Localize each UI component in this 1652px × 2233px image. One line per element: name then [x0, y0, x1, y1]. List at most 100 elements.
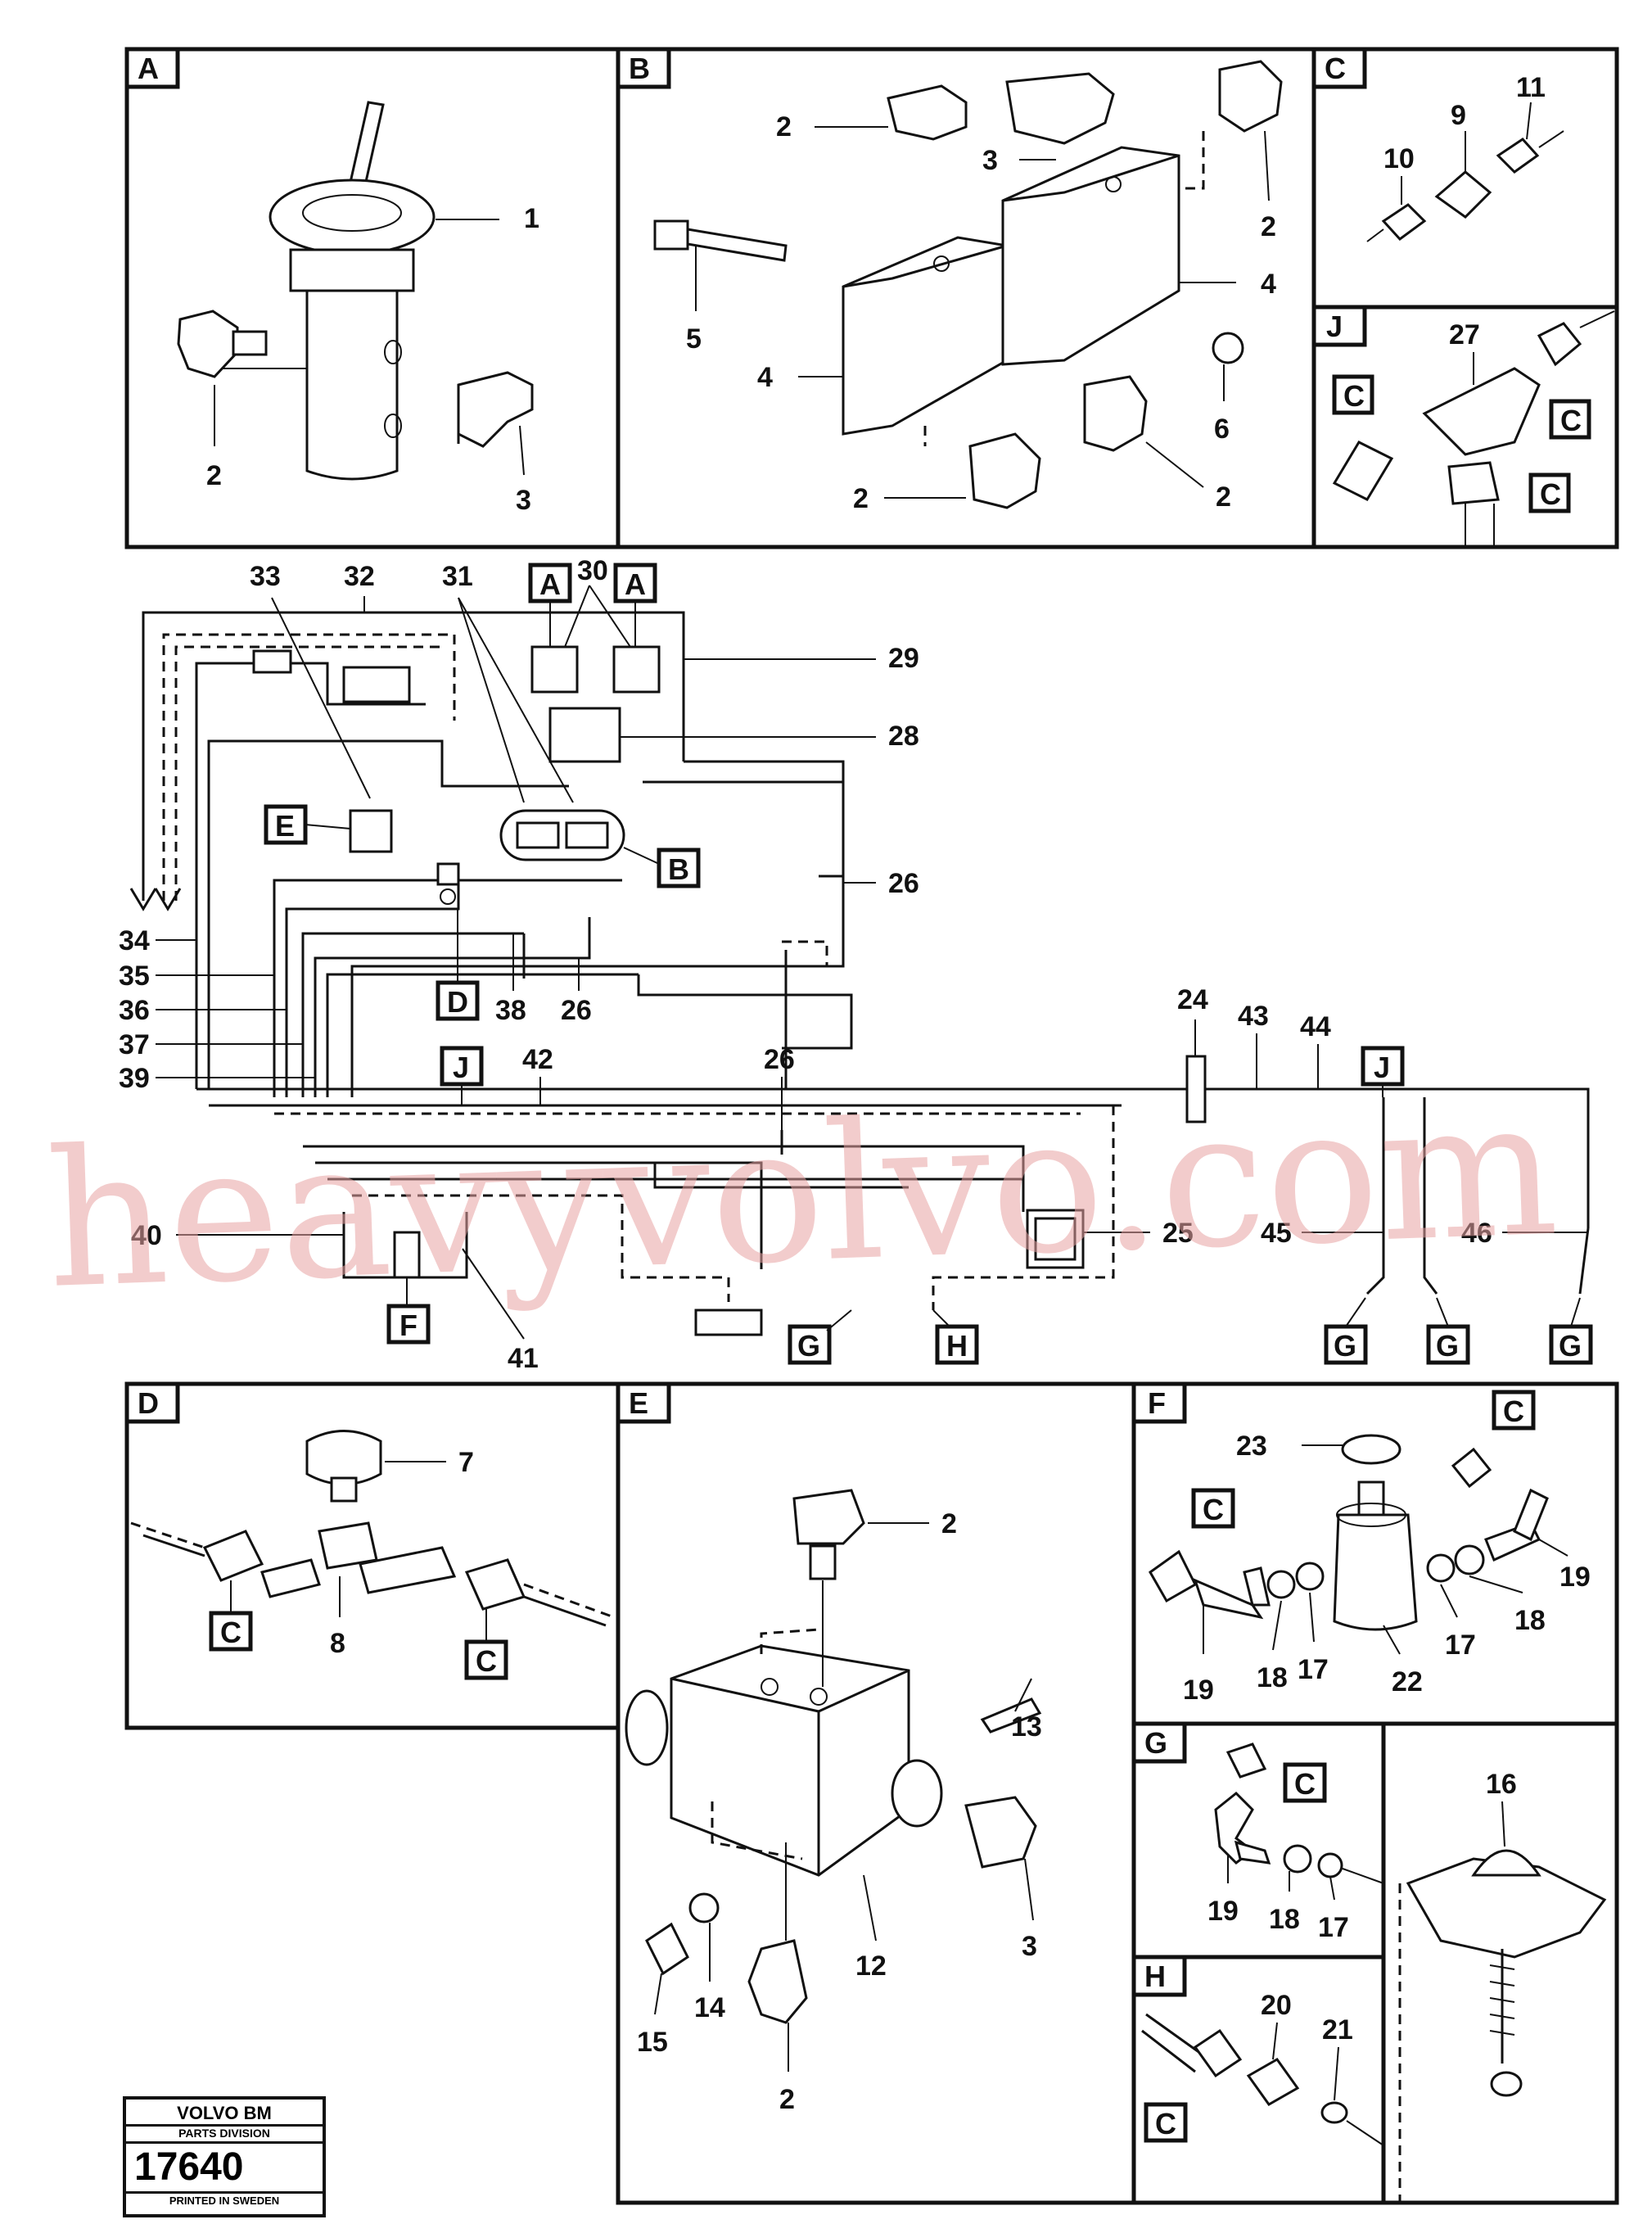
- callout-10: 10: [1383, 143, 1415, 174]
- callout-15: 15: [637, 2027, 668, 2058]
- callout-2b-4: 2: [1216, 481, 1231, 513]
- ref-c-h[interactable]: C: [1155, 2107, 1176, 2140]
- callout-4b: 4: [757, 362, 773, 393]
- callout-25: 25: [1162, 1218, 1194, 1249]
- ref-g-3[interactable]: G: [1436, 1329, 1459, 1363]
- ref-a-1[interactable]: A: [539, 567, 561, 601]
- ref-b[interactable]: B: [668, 852, 689, 886]
- ref-j-1[interactable]: J: [453, 1051, 469, 1084]
- callout-29: 29: [888, 643, 919, 674]
- relay-valve-drawing: [625, 1489, 1042, 2024]
- ref-d[interactable]: D: [447, 985, 468, 1019]
- panel-j: J C 27 C C: [1311, 305, 1619, 549]
- logo-brand: VOLVO BM: [126, 2100, 323, 2127]
- panel-f-tag: F: [1148, 1386, 1166, 1420]
- callout-27: 27: [1449, 319, 1480, 350]
- panel-c-tag: C: [1325, 52, 1346, 85]
- panel-g: G C 19 18 17: [1131, 1721, 1386, 1960]
- ref-c-d1[interactable]: C: [220, 1616, 241, 1649]
- elbow-fitting-drawing: [1214, 1743, 1384, 1884]
- callout-16: 16: [1486, 1769, 1517, 1800]
- panel-g-tag: G: [1144, 1726, 1167, 1760]
- panel-e: E 2 13 12 3 14: [616, 1381, 1136, 2205]
- pneumatic-schematic: [129, 611, 1590, 1336]
- callout-19g: 19: [1207, 1896, 1239, 1927]
- ref-c-f2[interactable]: C: [1503, 1394, 1524, 1428]
- callout-34: 34: [119, 925, 150, 956]
- callout-4a: 4: [1261, 269, 1276, 300]
- callout-43: 43: [1238, 1001, 1269, 1032]
- callout-32: 32: [344, 561, 375, 592]
- panel-d-tag: D: [138, 1386, 159, 1420]
- ref-g-2[interactable]: G: [1334, 1329, 1356, 1363]
- ref-e[interactable]: E: [275, 809, 295, 843]
- ref-h[interactable]: H: [946, 1329, 968, 1363]
- callout-28: 28: [888, 721, 919, 752]
- ref-j-2[interactable]: J: [1374, 1051, 1390, 1084]
- callout-3e: 3: [1022, 1931, 1037, 1962]
- panel-a: A 1 2 3: [124, 47, 621, 549]
- panel-d: D 7 C 8 C: [124, 1381, 621, 1730]
- ref-f[interactable]: F: [399, 1309, 418, 1342]
- callout-19f-1: 19: [1559, 1562, 1591, 1593]
- callout-33: 33: [250, 561, 281, 592]
- callout-37: 37: [119, 1029, 150, 1060]
- ref-c-f1[interactable]: C: [1203, 1493, 1224, 1526]
- ref-c-j3: C: [1540, 477, 1561, 511]
- callout-13: 13: [1011, 1711, 1042, 1743]
- nut-fitting-drawing: [1366, 130, 1564, 242]
- check-valve-drawing: [1149, 1434, 1549, 1631]
- panel-b: B 2 3 2 4 5 4 6: [616, 47, 1316, 549]
- panel-h-tag: H: [1144, 1960, 1166, 1993]
- callout-44: 44: [1300, 1011, 1331, 1042]
- tee-fitting-drawing: [1332, 310, 1615, 547]
- volvo-bm-logo-block: VOLVO BM PARTS DIVISION 17640 PRINTED IN…: [123, 2096, 326, 2217]
- ref-c-g[interactable]: C: [1294, 1767, 1316, 1801]
- panel-brake-chamber: 16: [1381, 1721, 1619, 2205]
- ref-g-1[interactable]: G: [797, 1329, 820, 1363]
- callout-40: 40: [131, 1220, 162, 1251]
- ref-g-4[interactable]: G: [1559, 1329, 1582, 1363]
- panel-f: F C C 23 19 18 17 22: [1131, 1381, 1619, 1726]
- lever-valve-drawing: [177, 101, 534, 481]
- valve-block-drawing: [653, 60, 1283, 509]
- callout-11: 11: [1516, 72, 1546, 103]
- callout-8: 8: [330, 1628, 345, 1659]
- callout-24: 24: [1177, 984, 1208, 1015]
- callout-18g: 18: [1269, 1904, 1300, 1935]
- pressure-switch-tee-drawing: [130, 1430, 615, 1627]
- callout-26c: 26: [764, 1044, 795, 1075]
- ref-c-j2: C: [1560, 404, 1582, 437]
- callout-35: 35: [119, 961, 150, 992]
- panel-e-tag: E: [629, 1386, 648, 1420]
- callout-45: 45: [1261, 1218, 1292, 1249]
- ref-a-2[interactable]: A: [625, 567, 646, 601]
- callout-18f-1: 18: [1514, 1605, 1546, 1636]
- callout-2e-1: 2: [941, 1508, 957, 1539]
- logo-division: PARTS DIVISION: [126, 2127, 323, 2144]
- callout-19f-2: 19: [1183, 1675, 1214, 1706]
- ref-c-j1: C: [1343, 379, 1365, 413]
- callout-2e-2: 2: [779, 2084, 795, 2115]
- ref-c-d2[interactable]: C: [476, 1644, 497, 1678]
- callout-12: 12: [855, 1950, 887, 1982]
- callout-17f-2: 17: [1298, 1654, 1329, 1685]
- callout-31: 31: [442, 561, 473, 592]
- callout-14: 14: [694, 1992, 725, 2023]
- logo-number: 17640: [126, 2144, 323, 2194]
- callout-2b-1: 2: [776, 111, 792, 142]
- callout-5: 5: [686, 323, 702, 355]
- panel-j-tag: J: [1326, 310, 1343, 343]
- callout-18f-2: 18: [1257, 1662, 1288, 1693]
- callout-26b: 26: [561, 995, 592, 1026]
- callout-41: 41: [508, 1343, 539, 1374]
- panel-a-tag: A: [138, 52, 159, 85]
- callout-30: 30: [577, 555, 608, 586]
- logo-printed: PRINTED IN SWEDEN: [169, 2195, 280, 2207]
- brake-chamber-drawing: [1398, 1849, 1607, 2203]
- callout-9: 9: [1451, 100, 1466, 131]
- callout-22: 22: [1392, 1666, 1423, 1697]
- callout-3b: 3: [982, 145, 998, 176]
- callout-17g: 17: [1318, 1912, 1349, 1943]
